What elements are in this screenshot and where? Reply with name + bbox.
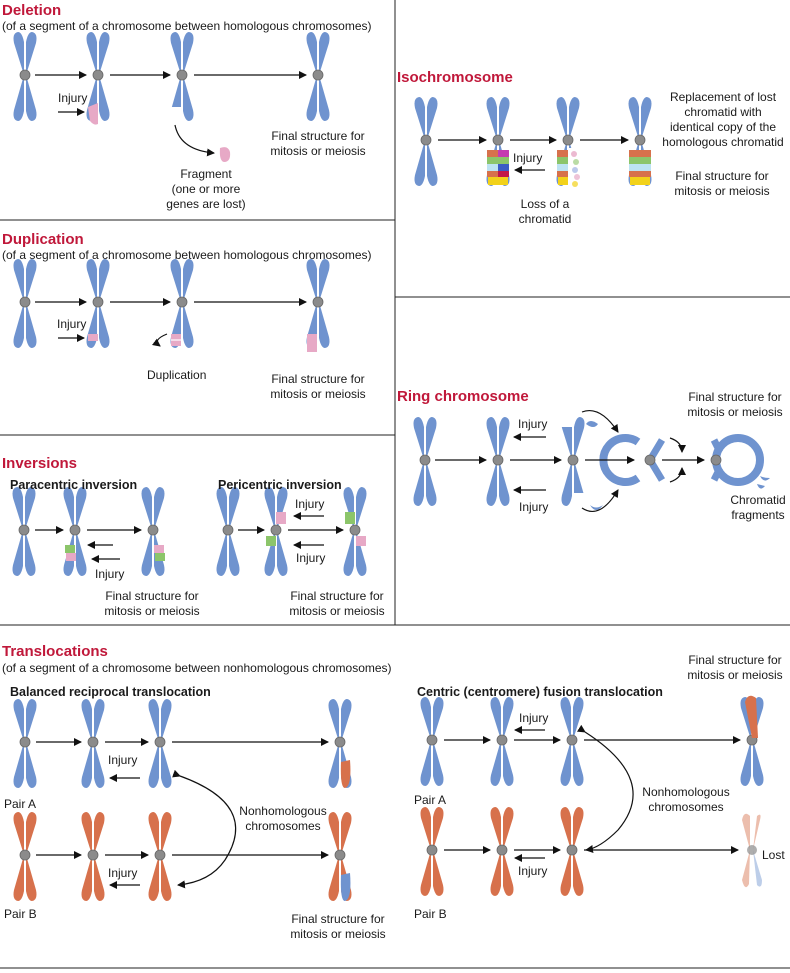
injury-label: Injury <box>519 711 549 725</box>
injury-label: Injury <box>519 500 549 514</box>
chromosome <box>490 806 514 897</box>
chromosome <box>490 696 514 787</box>
deletion-subtitle: (of a segment of a chromosome between ho… <box>2 19 372 33</box>
translocations-title: Translocations <box>2 643 108 660</box>
translocations-subtitle: (of a segment of a chromosome between no… <box>2 661 392 675</box>
injury-label: Injury <box>57 317 87 331</box>
nonhomologous-label: Nonhomologous chromosomes <box>239 804 327 833</box>
chromosome <box>13 698 37 789</box>
chromosome <box>141 486 165 577</box>
inversions-diagram <box>12 486 367 577</box>
chromosome <box>81 811 105 902</box>
chromosome <box>148 811 172 902</box>
final-structure-label: Final structure for mitosis or meiosis <box>687 653 783 682</box>
chromosome <box>560 696 584 787</box>
loss-of-chromatid-label: Loss of a chromatid <box>518 197 572 226</box>
pair-b-label: Pair B <box>4 907 37 921</box>
chromosome <box>148 698 172 789</box>
nonhomologous-label: Nonhomologous chromosomes <box>642 785 730 814</box>
chromosome <box>63 486 87 577</box>
pair-b-label: Pair B <box>414 907 447 921</box>
centric-translocation-diagram <box>420 695 764 897</box>
chromosome <box>216 486 240 577</box>
injury-label: Injury <box>518 864 548 878</box>
chromosome <box>561 416 585 507</box>
balanced-label: Balanced reciprocal translocation <box>10 685 211 699</box>
replacement-label: Replacement of lost chromatid with ident… <box>662 90 784 149</box>
final-structure-label: Final structure for mitosis or meiosis <box>270 129 366 158</box>
injury-label: Injury <box>518 417 548 431</box>
chromosome <box>81 698 105 789</box>
injury-label: Injury <box>295 497 325 511</box>
final-structure-label: Final structure for mitosis or meiosis <box>104 589 200 618</box>
isochromosome-diagram <box>414 96 652 188</box>
chromosome <box>13 258 37 349</box>
chromosome <box>560 806 584 897</box>
final-structure-label: Final structure for mitosis or meiosis <box>687 390 783 419</box>
final-structure-label: Final structure for mitosis or meiosis <box>290 912 386 941</box>
chromosome <box>486 416 510 507</box>
duplication-label: Duplication <box>147 368 207 382</box>
chromatid-fragments-label: Chromatid fragments <box>730 493 786 522</box>
lost-label: Lost <box>762 848 785 862</box>
balanced-translocation-diagram <box>13 698 352 902</box>
chromosome <box>13 811 37 902</box>
injury-label: Injury <box>513 151 543 165</box>
ring-title: Ring chromosome <box>397 388 529 405</box>
chromosome <box>420 806 444 897</box>
duplication-title: Duplication <box>2 231 84 248</box>
chromosome <box>420 696 444 787</box>
chromosome <box>414 96 438 187</box>
chromosome <box>413 416 437 507</box>
duplication-diagram <box>13 258 330 352</box>
chromosome <box>306 31 330 122</box>
chromosome <box>12 486 36 577</box>
inversions-title: Inversions <box>2 455 78 472</box>
paracentric-label: Paracentric inversion <box>10 478 138 492</box>
pair-a-label: Pair A <box>414 793 447 807</box>
injury-label: Injury <box>95 567 125 581</box>
centric-label: Centric (centromere) fusion translocatio… <box>417 685 663 699</box>
final-structure-label: Final structure for mitosis or meiosis <box>270 372 366 401</box>
injury-label: Injury <box>296 551 326 565</box>
duplication-subtitle: (of a segment of a chromosome between ho… <box>2 248 372 262</box>
pair-a-label: Pair A <box>4 797 37 811</box>
injury-label: Injury <box>58 91 88 105</box>
chromosome <box>13 31 37 122</box>
final-structure-label: Final structure for mitosis or meiosis <box>674 169 770 198</box>
fragment-label: Fragment (one or more genes are lost) <box>166 167 246 211</box>
chromosome <box>343 486 367 577</box>
deletion-diagram <box>13 31 330 162</box>
injury-label: Injury <box>108 753 138 767</box>
chromosome <box>264 486 288 577</box>
ring-diagram <box>413 410 770 512</box>
deletion-title: Deletion <box>2 2 62 19</box>
pericentric-label: Pericentric inversion <box>218 478 342 492</box>
injury-label: Injury <box>108 866 138 880</box>
final-structure-label: Final structure for mitosis or meiosis <box>289 589 385 618</box>
isochromosome-title: Isochromosome <box>397 69 513 86</box>
